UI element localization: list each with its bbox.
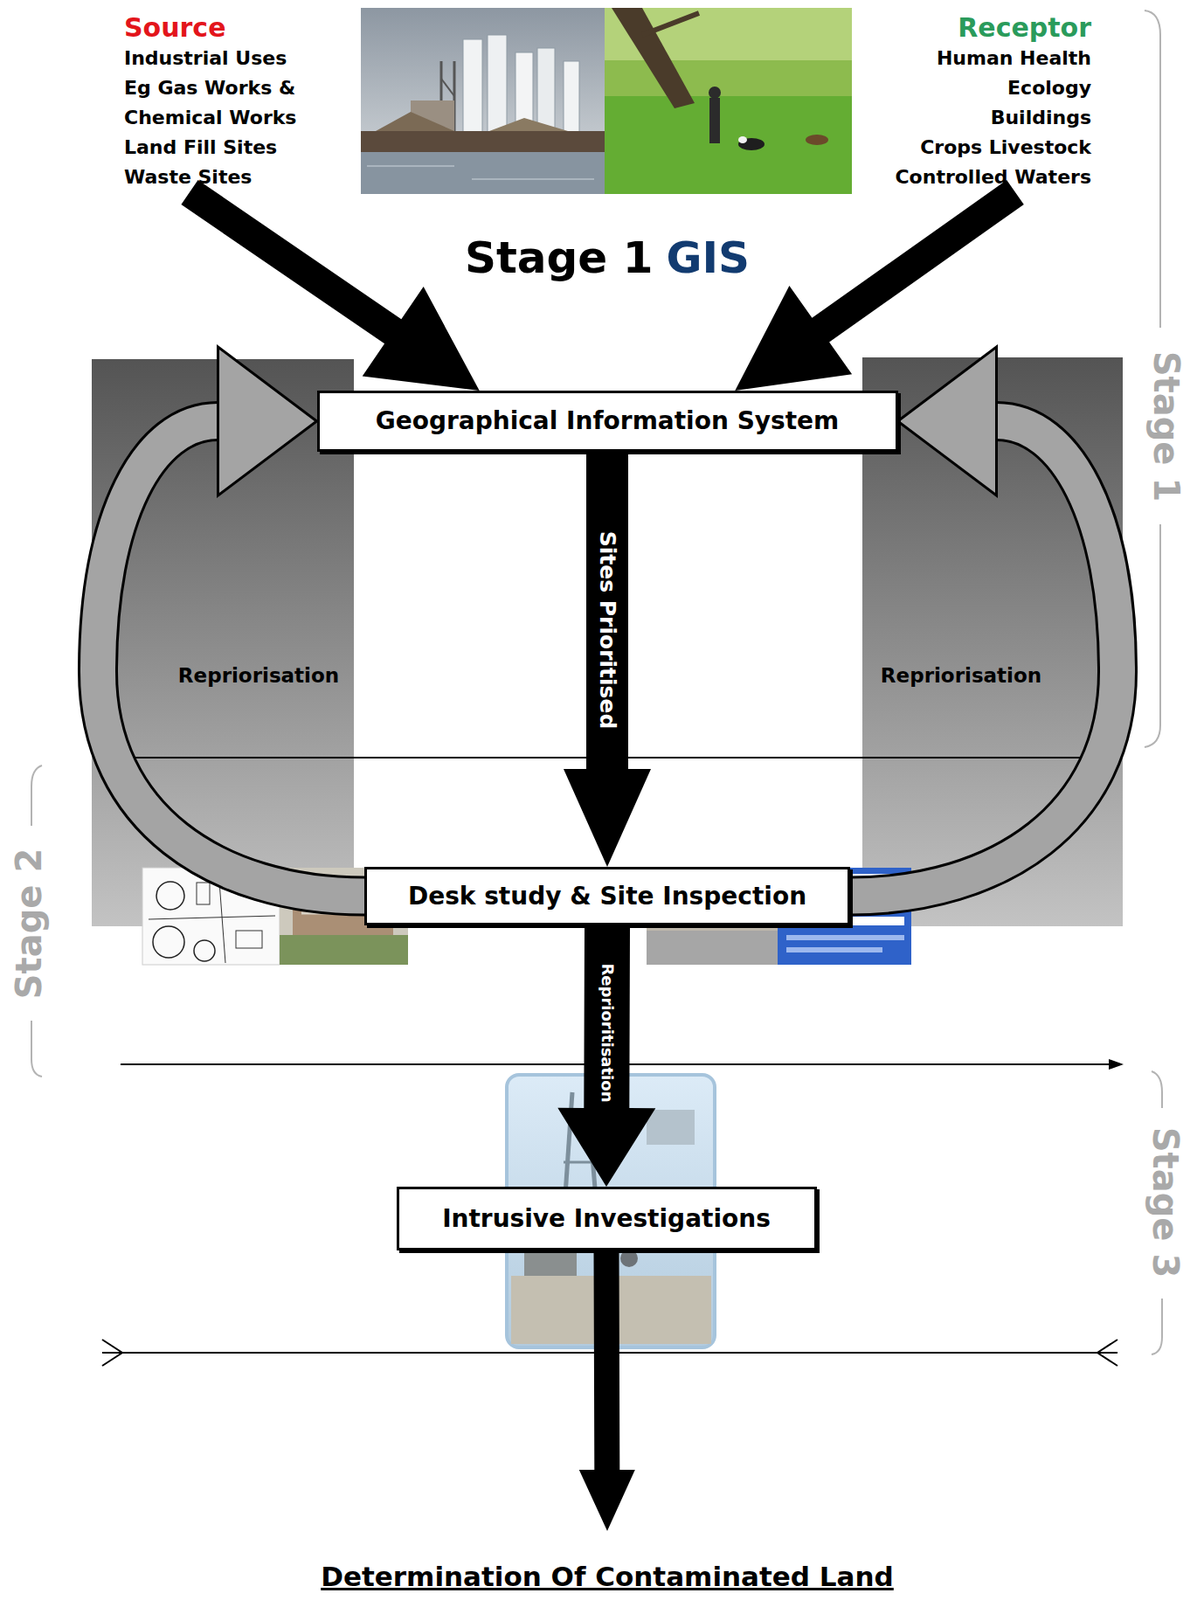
edge-label: Repriorisation (880, 664, 1042, 687)
drilling-photo-part (620, 1249, 638, 1267)
box-label: Desk study & Site Inspection (408, 881, 807, 912)
stage-label-box: Stage 1 (1147, 351, 1186, 502)
stage-label: Stage 2 (9, 848, 49, 999)
industrial-photo-part (463, 39, 483, 136)
result-heading: Determination Of Contaminated Land (317, 1530, 898, 1592)
list-item: Eg Gas Works & Chemical Works (124, 73, 343, 133)
park-photo-part (709, 97, 720, 144)
park-photo-part (642, 13, 699, 35)
edge-label: Reprioritisation (597, 962, 616, 1102)
stage-line-part (1097, 1339, 1118, 1366)
arrow-outline (850, 421, 1118, 897)
heading-word: GIS (665, 232, 750, 284)
list-item: Buildings (837, 103, 1092, 133)
park-photo-part (604, 96, 852, 194)
map-image-part (156, 881, 185, 910)
park-photo (604, 7, 852, 194)
list-heading: Source (124, 12, 343, 44)
list-item: Ecology (837, 73, 1092, 104)
heading-word: Stage 1 (464, 232, 654, 284)
map-image-part (152, 926, 185, 958)
stage-bracket (31, 10, 1163, 1355)
block-arrow (563, 451, 651, 867)
edge-label-box: Sites Prioritised (595, 531, 620, 730)
stage-label-box: Stage 3 (1146, 1127, 1185, 1278)
industrial-photo-part (489, 117, 568, 132)
park-photo-part (805, 134, 829, 146)
arrow-head (898, 346, 997, 496)
industrial-photo-part (471, 178, 595, 180)
web-screenshot-part (786, 947, 883, 953)
web-screenshot-part (786, 934, 905, 941)
drilling-photo-part (646, 1109, 695, 1145)
stage-bracket-part (31, 1020, 42, 1077)
source-list: SourceIndustrial UsesEg Gas Works & Chem… (124, 12, 343, 193)
stage-label-box: Stage 2 (9, 848, 49, 999)
industrial-photo-part (375, 111, 455, 132)
park-photo-part (738, 136, 748, 144)
arrow-body (850, 421, 1118, 897)
industrial-photo-part (360, 152, 605, 194)
industrial-photo-part (360, 131, 605, 153)
list-heading: Receptor (837, 12, 1092, 44)
park-photo-part (604, 7, 852, 194)
box-label: Intrusive Investigations (442, 1203, 771, 1234)
list-item: Crops Livestock (837, 132, 1092, 163)
edge-label: Repriorisation (178, 664, 340, 687)
stage-bracket-part (1144, 10, 1161, 328)
edge-label: Sites Prioritised (595, 531, 620, 730)
list-item: Human Health (837, 43, 1092, 74)
industrial-photo-part (537, 48, 555, 136)
receptor-list: ReceptorHuman HealthEcologyBuildingsCrop… (837, 12, 1092, 193)
stage-bracket-part (1144, 524, 1161, 748)
map-image-part (148, 915, 276, 920)
list-item: Controlled Waters (837, 162, 1092, 193)
result-text: Determination Of Contaminated Land (317, 1560, 898, 1592)
map-image-part (235, 930, 263, 948)
industrial-photo-part (563, 61, 580, 136)
arrow-outline (97, 421, 365, 897)
park-photo-part (611, 7, 695, 109)
process-box: Desk study & Site Inspection (364, 866, 851, 926)
list-item: Land Fill Sites (124, 132, 343, 163)
process-box: Intrusive Investigations (396, 1186, 817, 1251)
stage-line-part (1108, 1058, 1124, 1070)
stage-bracket-part (31, 765, 42, 826)
stage-label: Stage 3 (1146, 1127, 1185, 1278)
industrial-photo (360, 7, 605, 194)
edge-label-box: Repriorisation (178, 664, 340, 687)
edge-label-box: Reprioritisation (597, 962, 616, 1102)
map-image-part (193, 940, 215, 962)
stage-bracket-part (1151, 1071, 1163, 1108)
industrial-photo-part (487, 34, 507, 136)
arrow-body (97, 421, 365, 897)
process-box: Geographical Information System (317, 390, 899, 452)
edge-label-box: Repriorisation (880, 664, 1042, 687)
industrial-photo-part (360, 7, 605, 194)
web-screenshot-part (851, 916, 905, 926)
stage-heading: Stage 1GIS (0, 232, 1197, 284)
stage-bracket-part (1151, 1298, 1163, 1355)
block-arrow (557, 925, 656, 1187)
block-arrow (579, 1250, 636, 1531)
stage-label: Stage 1 (1147, 351, 1186, 502)
site-photo-part (279, 934, 409, 965)
stage-line-part (102, 1339, 123, 1366)
industrial-photo-part (366, 165, 455, 167)
list-item: Industrial Uses (124, 43, 343, 74)
map-image-part (196, 882, 210, 905)
industrial-photo-part (441, 78, 455, 97)
box-label: Geographical Information System (375, 406, 840, 436)
park-photo-part (708, 86, 721, 99)
list-item: Waste Sites (124, 162, 343, 193)
arrow-head (218, 346, 318, 496)
street-photo-part (646, 930, 778, 965)
